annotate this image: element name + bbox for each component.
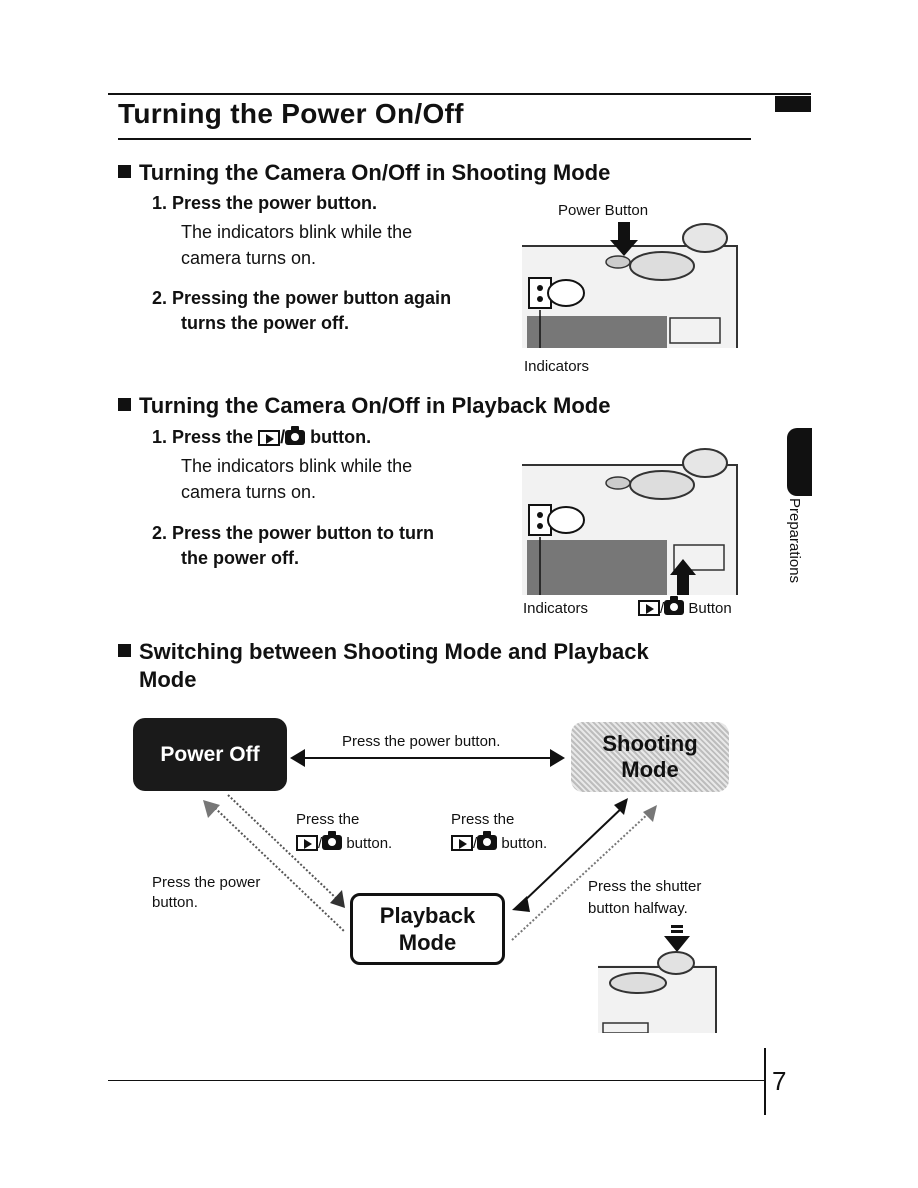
top-rule <box>108 93 811 95</box>
left-press-label: Press the / button. <box>296 811 393 852</box>
right-press-label: Press the / button. <box>451 811 548 852</box>
playback-button-caption: / Button <box>638 596 732 617</box>
indicators-caption-1: Indicators <box>524 358 590 375</box>
camera-icon <box>322 831 343 850</box>
power-button-caption: Power Button <box>558 202 649 219</box>
playback-icon <box>258 430 281 446</box>
indicators-caption-2: Indicators <box>523 600 589 617</box>
camera-top-illustration-2 <box>522 448 738 595</box>
step-1-shooting: 1. Press the power button. <box>152 193 378 213</box>
top-right-block <box>775 96 811 112</box>
page-number: 7 <box>772 1066 787 1096</box>
side-tab-label: Preparations <box>786 498 803 584</box>
side-tab-marker <box>787 428 812 496</box>
footer-rule <box>108 1080 764 1081</box>
camera-icon <box>285 426 306 445</box>
power-off-box: Power Off <box>133 718 287 791</box>
arrow-top-label: Press the power button. <box>342 733 501 750</box>
shutter-label: Press the shutter button halfway. <box>588 878 702 917</box>
page-title: Turning the Power On/Off <box>118 98 464 129</box>
camera-shutter-illustration <box>598 951 717 1033</box>
camera-icon <box>477 831 498 850</box>
section-heading-switching: Switching between Shooting Mode and Play… <box>118 638 649 694</box>
step-2-shooting: 2. Pressing the power button again turns… <box>152 288 452 333</box>
title-underline <box>118 138 751 140</box>
camera-top-illustration-1 <box>522 222 738 348</box>
playback-icon <box>638 600 660 616</box>
section-heading-playback: Turning the Camera On/Off in Playback Mo… <box>118 393 610 419</box>
camera-icon <box>664 596 685 615</box>
step-2-playback: 2. Press the power button to turn the po… <box>152 523 435 568</box>
playback-icon <box>296 835 318 851</box>
power-button-label: Press the power button. <box>152 874 261 911</box>
step-1-playback-desc: The indicators blink while the camera tu… <box>181 456 413 502</box>
step-1-shooting-desc: The indicators blink while the camera tu… <box>181 222 413 268</box>
section-heading-shooting: Turning the Camera On/Off in Shooting Mo… <box>118 160 610 186</box>
playback-icon <box>451 835 473 851</box>
footer-vertical-rule <box>764 1048 766 1115</box>
step-1-playback: 1. Press the / button. <box>152 426 372 447</box>
